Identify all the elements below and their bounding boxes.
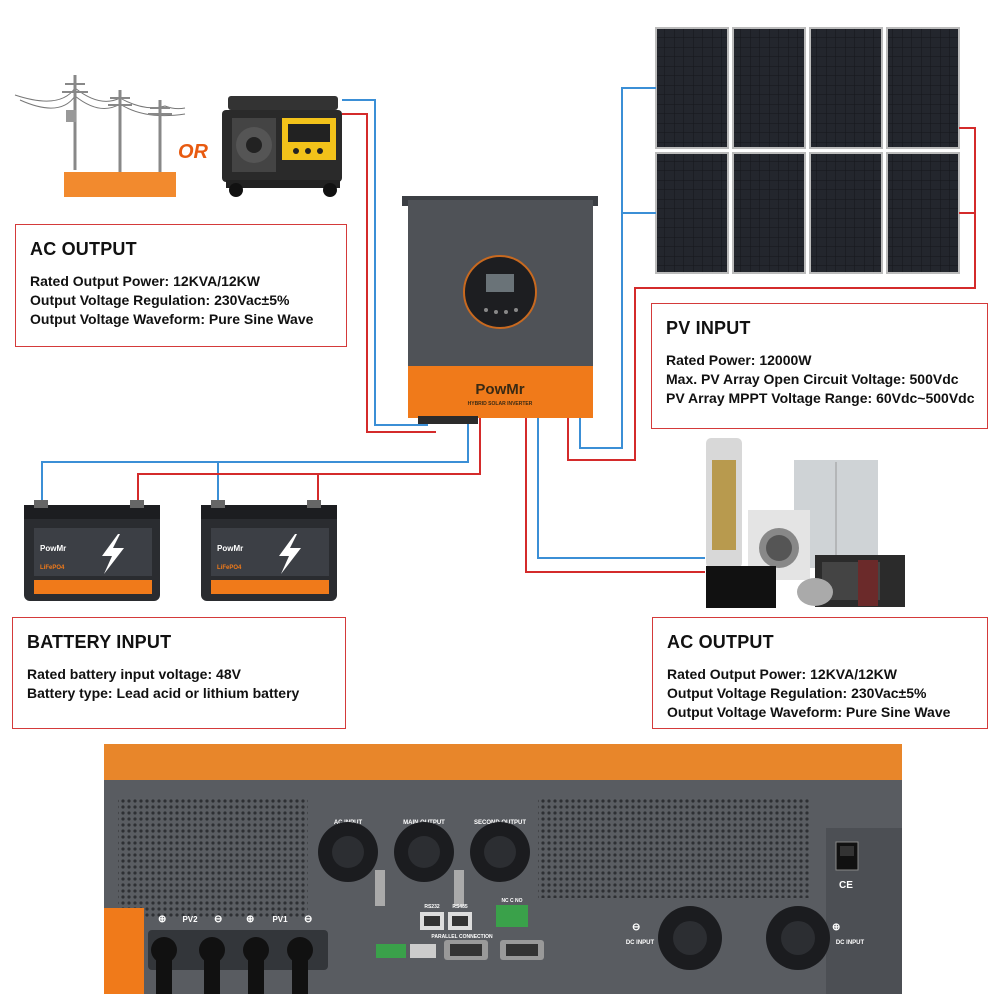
spec-value: Pure Sine Wave xyxy=(845,704,951,720)
ac-output-title-left: AC OUTPUT xyxy=(30,239,137,259)
ac-output-spec-box-right: AC OUTPUT Rated Output Power: 12KVA/12KW… xyxy=(652,617,988,729)
spec-line: Output Voltage Waveform: Pure Sine Wave xyxy=(667,703,975,722)
ac-input-wire-blue xyxy=(342,99,428,426)
rear-pv1-label: PV1 xyxy=(272,915,288,924)
spec-value: 12000W xyxy=(759,352,812,368)
spec-value: Lead acid or lithium battery xyxy=(116,685,300,701)
battery-wire-blue xyxy=(41,418,469,510)
ac-output-spec-box-left: AC OUTPUT Rated Output Power: 12KVA/12KW… xyxy=(15,224,347,347)
load-wire-blue xyxy=(537,418,705,559)
spec-value: 60Vdc~500Vdc xyxy=(876,390,975,406)
spec-line: PV Array MPPT Voltage Range: 60Vdc~500Vd… xyxy=(666,389,975,408)
appliances-icon xyxy=(706,438,905,608)
spec-label: Max. PV Array Open Circuit Voltage: xyxy=(666,371,906,387)
load-wire-red xyxy=(525,418,705,573)
solar-panel xyxy=(809,152,883,274)
spec-label: Rated Power: xyxy=(666,352,756,368)
svg-text:⊕: ⊕ xyxy=(832,922,840,933)
inverter-rear-panel: AC INPUT MAIN OUTPUT SECOND OUTPUT PV2 P… xyxy=(104,744,902,994)
spec-line: Rated Output Power: 12KVA/12KW xyxy=(667,665,975,684)
or-label: OR xyxy=(178,141,209,163)
svg-text:⊖: ⊖ xyxy=(304,914,312,925)
rear-dc-input-left-label: DC INPUT xyxy=(626,940,655,946)
solar-panel xyxy=(655,27,729,149)
spec-line: Output Voltage Waveform: Pure Sine Wave xyxy=(30,310,334,329)
spec-line: Rated Power: 12000W xyxy=(666,351,975,370)
rear-nc-c-no-label: NC C NO xyxy=(501,898,522,904)
dry-contact-terminal xyxy=(496,905,528,927)
lightning-bolt-icon xyxy=(102,534,124,574)
wiring xyxy=(41,87,976,573)
rear-rs232-label: RS232 xyxy=(424,904,440,910)
spec-label: PV Array MPPT Voltage Range: xyxy=(666,390,873,406)
spec-label: Rated Output Power: xyxy=(30,273,170,289)
battery-input-spec-box: BATTERY INPUT Rated battery input voltag… xyxy=(12,617,346,729)
battery-wire-red xyxy=(137,418,481,510)
spec-label: Rated battery input voltage: xyxy=(27,666,213,682)
battery-2-type-label: LiFePO4 xyxy=(217,565,242,571)
solar-panel xyxy=(732,27,806,149)
inverter-brand-logo: PowMr xyxy=(475,381,524,398)
spec-label: Battery type: xyxy=(27,685,113,701)
svg-text:⊕: ⊕ xyxy=(246,914,254,925)
solar-panel xyxy=(732,152,806,274)
solar-panel xyxy=(886,27,960,149)
battery-1-type-label: LiFePO4 xyxy=(40,565,65,571)
spec-label: Output Voltage Waveform: xyxy=(667,704,842,720)
battery-1: PowMr LiFePO4 xyxy=(24,500,160,601)
pv-input-title: PV INPUT xyxy=(666,318,751,338)
rear-pv2-label: PV2 xyxy=(182,915,198,924)
ac-input-wire-red xyxy=(342,113,436,433)
spec-value: 12KVA/12KW xyxy=(173,273,261,289)
spec-label: Output Voltage Regulation: xyxy=(667,685,848,701)
svg-text:⊕: ⊕ xyxy=(158,914,166,925)
inverter-front: PowMr HYBRID SOLAR INVERTER xyxy=(402,196,598,424)
parallel-terminal xyxy=(376,944,406,958)
solar-panel xyxy=(886,152,960,274)
spec-line: Output Voltage Regulation: 230Vac±5% xyxy=(667,684,975,703)
spec-label: Output Voltage Regulation: xyxy=(30,292,211,308)
utility-grid-icon xyxy=(14,75,186,197)
battery-1-brand: PowMr xyxy=(40,544,66,553)
pv-wire-red xyxy=(567,127,976,461)
battery-2-brand: PowMr xyxy=(217,544,243,553)
spec-line: Battery type: Lead acid or lithium batte… xyxy=(27,684,333,703)
ac-output-title-right: AC OUTPUT xyxy=(667,632,774,652)
pv-input-spec-box: PV INPUT Rated Power: 12000W Max. PV Arr… xyxy=(651,303,988,429)
spec-line: Max. PV Array Open Circuit Voltage: 500V… xyxy=(666,370,975,389)
spec-label: Output Voltage Waveform: xyxy=(30,311,205,327)
spec-value: 500Vdc xyxy=(909,371,959,387)
battery-2: PowMr LiFePO4 xyxy=(201,500,337,601)
pv-connectors xyxy=(148,930,328,994)
svg-text:⊖: ⊖ xyxy=(214,914,222,925)
spec-label: Rated Output Power: xyxy=(667,666,807,682)
inverter-subtitle: HYBRID SOLAR INVERTER xyxy=(468,401,533,407)
spec-line: Output Voltage Regulation: 230Vac±5% xyxy=(30,291,334,310)
generator-icon xyxy=(222,96,342,197)
pv-wire-blue xyxy=(579,87,656,449)
solar-panel-array xyxy=(655,27,960,274)
rear-dc-input-right-label: DC INPUT xyxy=(836,940,865,946)
spec-value: 230Vac±5% xyxy=(851,685,927,701)
spec-value: 230Vac±5% xyxy=(214,292,290,308)
ce-mark: CE xyxy=(839,880,853,891)
rear-parallel-connection-label: PARALLEL CONNECTION xyxy=(431,934,493,940)
spec-line: Rated battery input voltage: 48V xyxy=(27,665,333,684)
solar-panel xyxy=(655,152,729,274)
spec-value: Pure Sine Wave xyxy=(208,311,314,327)
spec-value: 48V xyxy=(216,666,241,682)
solar-panel xyxy=(809,27,883,149)
spec-value: 12KVA/12KW xyxy=(810,666,898,682)
svg-text:⊖: ⊖ xyxy=(632,922,640,933)
rear-rs485-label: RS485 xyxy=(452,904,468,910)
spec-line: Rated Output Power: 12KVA/12KW xyxy=(30,272,334,291)
lightning-bolt-icon xyxy=(279,534,301,574)
battery-input-title: BATTERY INPUT xyxy=(27,632,172,652)
